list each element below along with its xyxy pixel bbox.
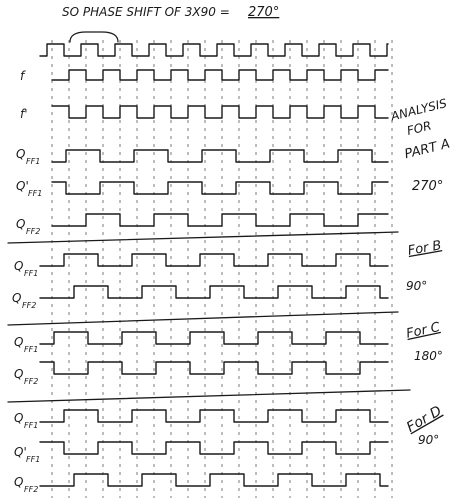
waveform-qff1-d xyxy=(39,409,389,423)
annotation-part-b: For B xyxy=(407,238,443,259)
waveform-qff2-b xyxy=(39,285,389,299)
part-b-label: For B xyxy=(407,238,443,259)
label-qff1-c: Q xyxy=(14,335,23,349)
part-a-line3: PART A xyxy=(403,137,451,163)
annotation-part-a: ANALYSIS FOR PART A xyxy=(389,96,452,163)
waveform-qff1-b xyxy=(39,253,389,267)
waveform-f-prime xyxy=(51,105,389,119)
label-qff1-b: Q xyxy=(14,259,23,273)
label-qff1-d-sub: FF1 xyxy=(24,421,38,430)
title-prefix: SO PHASE SHIFT OF 3X90 = xyxy=(62,5,230,19)
part-d-label: For D xyxy=(404,403,445,436)
part-d-value: 90° xyxy=(418,433,439,447)
label-qff1-b-sub: FF1 xyxy=(24,269,38,278)
waveforms xyxy=(39,43,389,487)
label-qff1-prime-d: Q' xyxy=(14,445,27,459)
separator-b-c xyxy=(7,311,399,326)
part-c-value: 180° xyxy=(414,349,443,363)
label-qff2-a: Q xyxy=(16,217,25,231)
part-c-label: For C xyxy=(405,320,442,342)
label-qff2-d-sub: FF2 xyxy=(24,485,38,494)
waveform-clock xyxy=(39,43,389,57)
row-labels: f f' Q FF1 Q' FF1 Q FF2 Q FF1 Q FF2 Q FF… xyxy=(12,69,42,494)
label-qff2-a-sub: FF2 xyxy=(26,227,40,236)
part-a-line2: FOR xyxy=(406,118,433,138)
label-f-prime: f' xyxy=(20,107,28,121)
separator-c-d xyxy=(7,389,411,403)
waveform-qff2-c xyxy=(39,361,389,375)
waveform-qff2-a xyxy=(51,213,389,227)
label-qff1-c-sub: FF1 xyxy=(24,345,38,354)
annotation-part-c: For C xyxy=(405,320,442,342)
label-qff1-prime-d-sub: FF1 xyxy=(26,455,40,464)
label-qff2-b-sub: FF2 xyxy=(22,301,36,310)
label-f: f xyxy=(20,69,26,83)
waveform-qff1-prime-a xyxy=(51,181,389,195)
waveform-qff1-a xyxy=(51,149,389,163)
label-qff2-d: Q xyxy=(14,475,23,489)
waveform-f xyxy=(51,69,389,81)
part-a-value: 270° xyxy=(412,179,443,194)
label-qff1-d: Q xyxy=(14,411,23,425)
waveform-qff1-prime-d xyxy=(39,441,389,455)
waveform-qff1-c xyxy=(39,331,389,345)
part-b-value: 90° xyxy=(406,279,427,293)
label-qff2-b: Q xyxy=(12,291,21,305)
title-result: 270° xyxy=(248,5,279,20)
separator-a-b xyxy=(7,231,399,244)
label-qff1-a-sub: FF1 xyxy=(26,157,40,166)
annotation-part-d: For D xyxy=(404,403,445,436)
waveform-qff2-d xyxy=(39,473,389,487)
label-qff1-prime-a-sub: FF1 xyxy=(28,189,42,198)
label-qff1-prime-a: Q' xyxy=(16,179,29,193)
label-qff1-a: Q xyxy=(16,147,25,161)
part-a-line1: ANALYSIS xyxy=(389,96,449,124)
label-qff2-c-sub: FF2 xyxy=(24,377,38,386)
title-brace xyxy=(69,31,119,43)
label-qff2-c: Q xyxy=(14,367,23,381)
